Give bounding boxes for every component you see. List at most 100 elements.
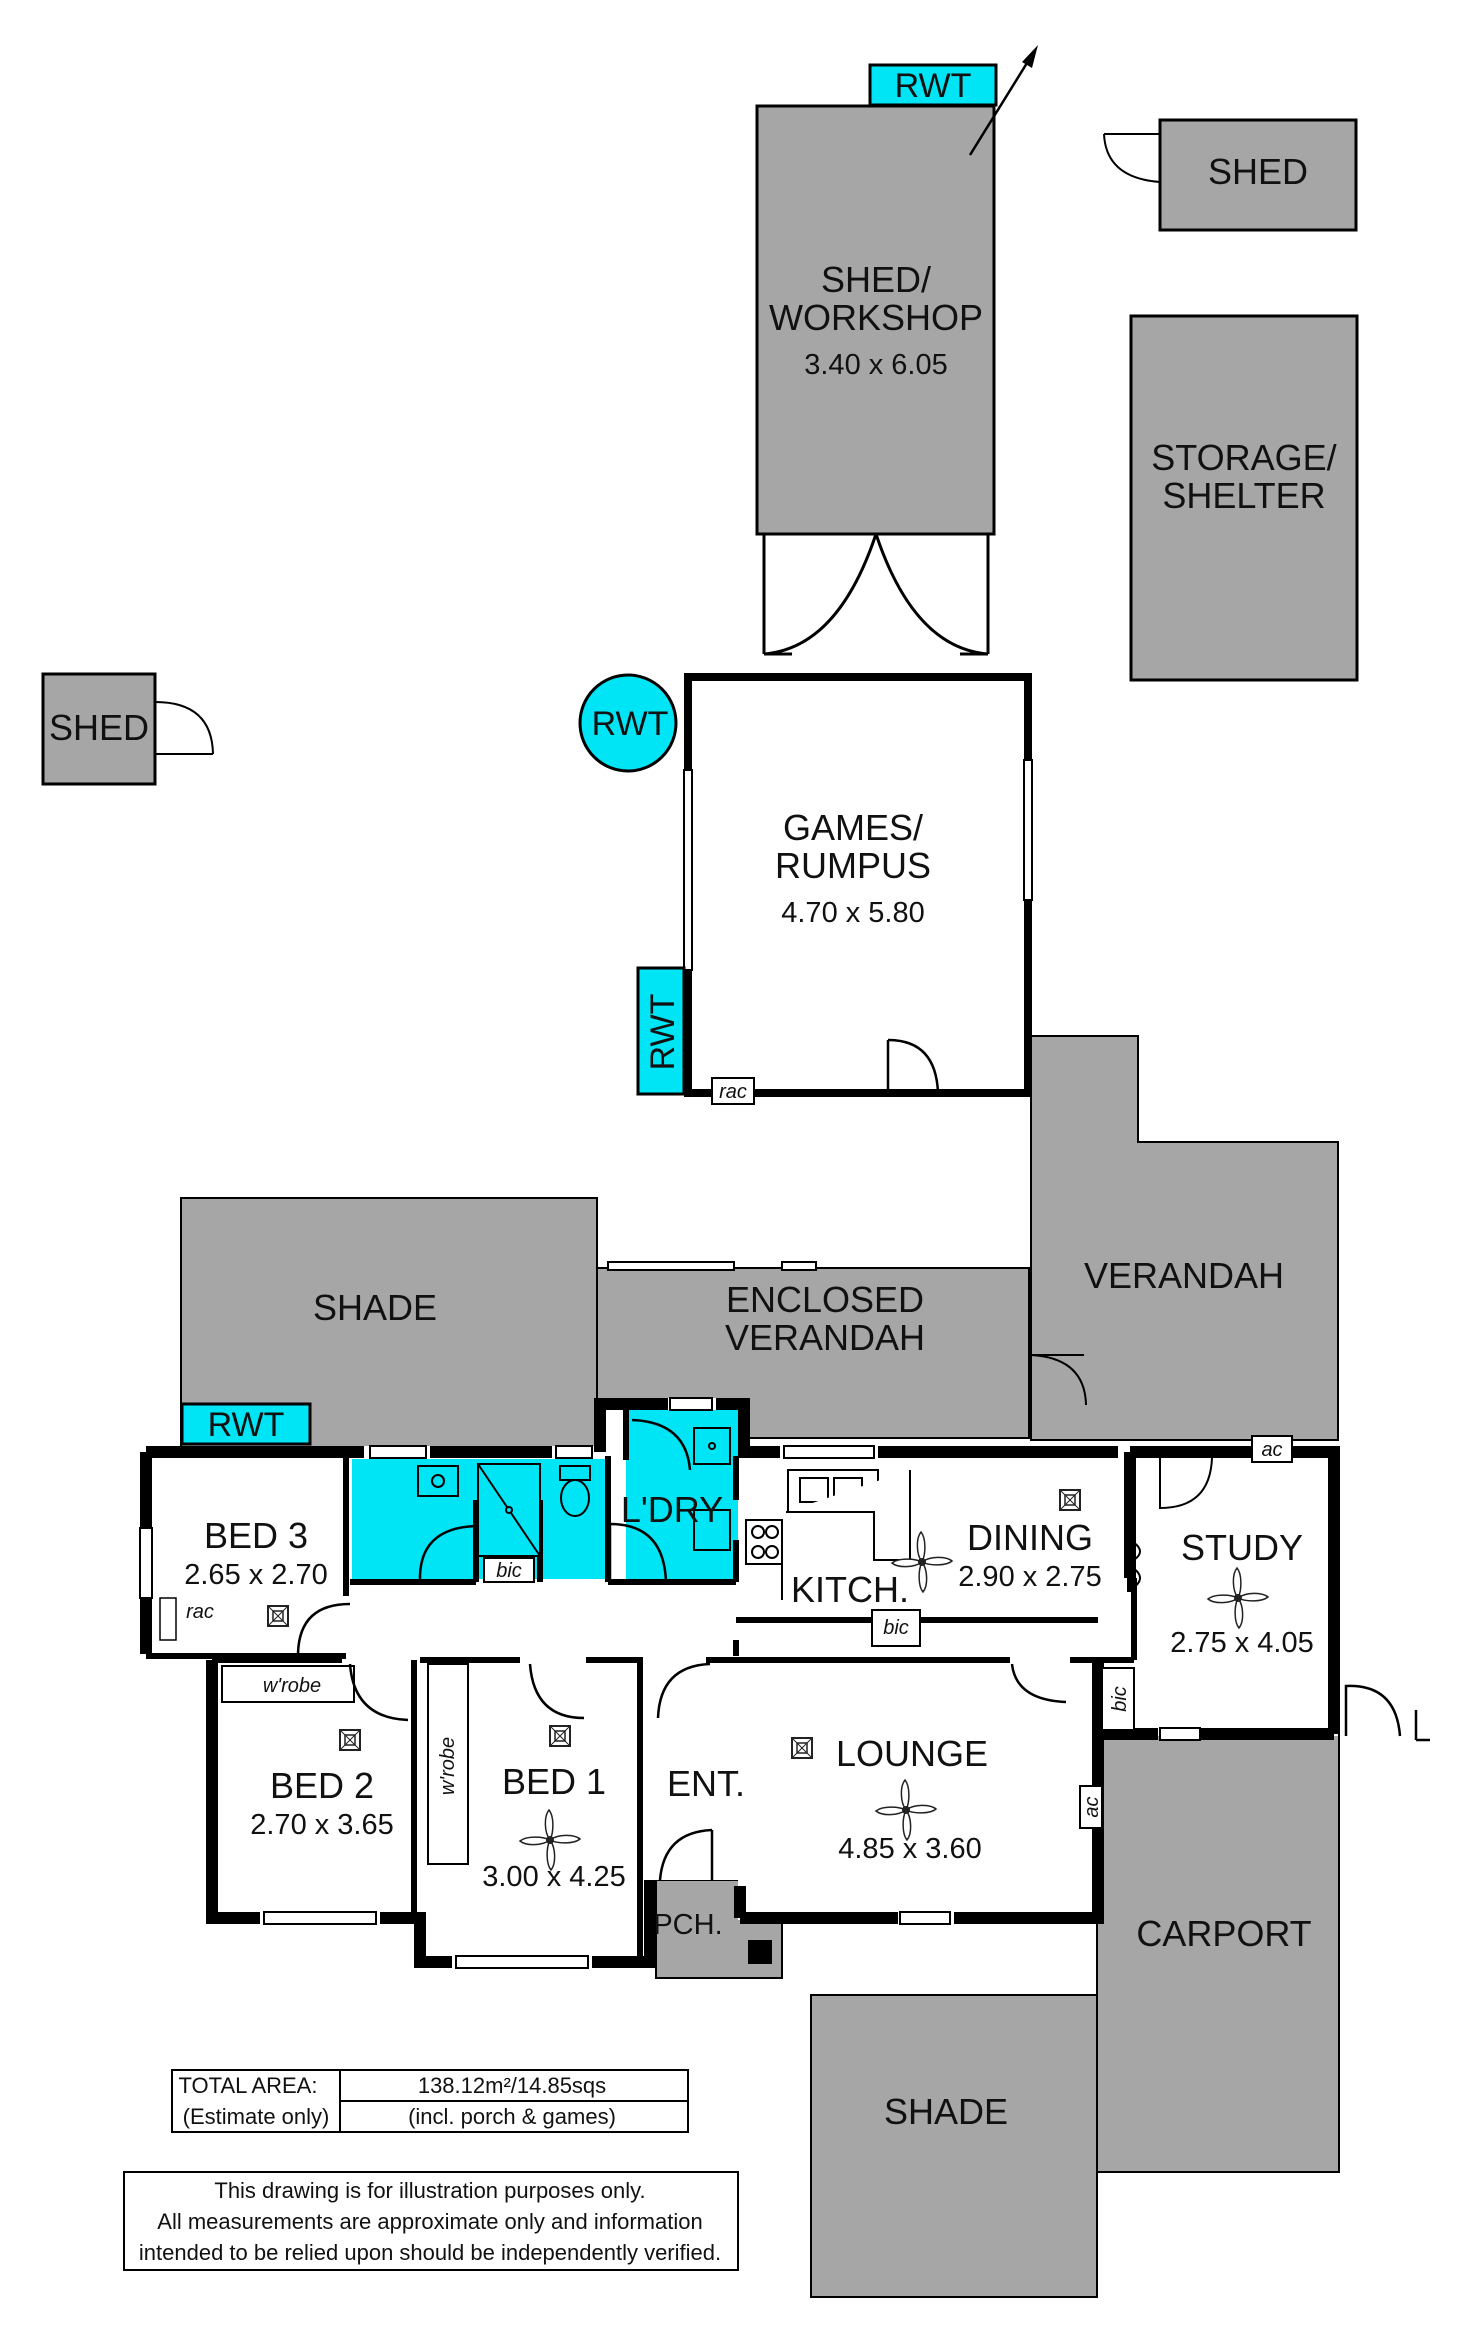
- shed-left-door: [154, 701, 214, 755]
- rwt-tank-house: [180, 1402, 312, 1446]
- study-name: STUDY: [1181, 1527, 1303, 1568]
- games-windows: [683, 759, 1033, 971]
- bed1-dims: 3.00 x 4.25: [482, 1861, 626, 1893]
- bed3-door: [296, 1602, 351, 1657]
- storage-shelter-name: STORAGE/SHELTER: [1151, 437, 1336, 516]
- lounge-ac-box: [1079, 1785, 1103, 1829]
- shed-left-name: SHED: [49, 707, 149, 748]
- rwt-label-side: RWT: [644, 994, 682, 1071]
- shed-top-door: [1103, 133, 1161, 183]
- shade-top-name: SHADE: [313, 1287, 437, 1328]
- porch-name: PCH.: [653, 1909, 722, 1941]
- study-dims: 2.75 x 4.05: [1170, 1627, 1314, 1659]
- bic-label-study: bic: [1109, 1686, 1131, 1712]
- shed-top-name: SHED: [1208, 151, 1308, 192]
- bed2-wardrobe-label: w'robe: [263, 1675, 321, 1697]
- bed2-wardrobe: [221, 1665, 355, 1703]
- lounge-ac-label: ac: [1081, 1796, 1103, 1817]
- porch-post: [748, 1940, 772, 1964]
- shed-top-area: [1158, 118, 1358, 232]
- bed1-light-icon: [549, 1725, 571, 1747]
- kitchen-name: KITCH.: [791, 1569, 909, 1610]
- verandah-door: [1030, 1354, 1087, 1406]
- entry-name: ENT.: [667, 1763, 745, 1804]
- games-door: [886, 1038, 940, 1094]
- laundry-name: L'DRY: [621, 1489, 723, 1530]
- bed2-light-icon: [339, 1729, 361, 1751]
- dining-name: DINING: [967, 1517, 1093, 1558]
- kitchen-fixtures: [745, 1469, 911, 1565]
- carport-area: [1096, 1733, 1340, 2173]
- verandah-area: [1030, 1035, 1339, 1441]
- games-rac-box: [711, 1077, 755, 1105]
- bed2-name: BED 2: [270, 1765, 374, 1806]
- bed2-door: [348, 1663, 409, 1722]
- study-door: [1159, 1452, 1213, 1510]
- rwt-label-round: RWT: [592, 705, 669, 743]
- enclosed-verandah-windows: [607, 1261, 817, 1271]
- storage-shelter-area: [1129, 314, 1359, 682]
- verandah-name: VERANDAH: [1084, 1255, 1284, 1296]
- rwt-label-house: RWT: [208, 1406, 285, 1444]
- bed1-wardrobe-label: w'robe: [437, 1737, 459, 1795]
- bic-label-bath: bic: [496, 1560, 522, 1582]
- bed2-dims: 2.70 x 3.65: [250, 1809, 394, 1841]
- rwt-tank-round: [578, 673, 678, 773]
- rwt-tank-side: [636, 966, 686, 1096]
- bed1-name: BED 1: [502, 1761, 606, 1802]
- games-dims: 4.70 x 5.80: [781, 897, 925, 929]
- study-ac-label: ac: [1261, 1439, 1282, 1461]
- bed3-name: BED 3: [204, 1515, 308, 1556]
- bed3-dims: 2.65 x 2.70: [184, 1559, 328, 1591]
- study-ac-box: [1251, 1435, 1293, 1463]
- external-door-study: [1344, 1684, 1430, 1742]
- bic-box-hall: [871, 1609, 921, 1647]
- shade-bottom-area: [810, 1994, 1098, 2298]
- shed-workshop-doors: [762, 533, 990, 656]
- shade-bottom-name: SHADE: [884, 2091, 1008, 2132]
- disclaimer-line-3: intended to be relied upon should be ind…: [139, 2240, 721, 2265]
- laundry-door: [631, 1418, 692, 1471]
- rwt-label-top: RWT: [895, 67, 972, 105]
- bic-label-hall: bic: [883, 1617, 909, 1639]
- interior-walls: [146, 1410, 1137, 1966]
- lounge-door: [1010, 1663, 1067, 1704]
- lounge-light-icon: [791, 1737, 813, 1759]
- carport-name: CARPORT: [1136, 1913, 1311, 1954]
- lounge-dims: 4.85 x 3.60: [838, 1833, 982, 1865]
- north-arrow-icon: [968, 45, 1038, 156]
- area-value-2: (incl. porch & games): [408, 2104, 616, 2129]
- shed-workshop-area: [755, 104, 996, 536]
- house-windows: [139, 1397, 1201, 1969]
- games-name: GAMES/RUMPUS: [775, 807, 931, 886]
- area-label-2: (Estimate only): [183, 2104, 330, 2129]
- bic-box-bath: [483, 1557, 535, 1583]
- area-label-1: TOTAL AREA:: [179, 2073, 318, 2098]
- rwt-tank-top: [868, 63, 998, 107]
- area-table: [171, 2069, 689, 2133]
- disclaimer-line-2: All measurements are approximate only an…: [157, 2209, 702, 2234]
- area-value-1: 138.12m²/14.85sqs: [418, 2073, 606, 2098]
- bed3-rac-label: rac: [186, 1601, 214, 1623]
- bathroom-door: [418, 1524, 477, 1584]
- shade-top-area: [180, 1197, 598, 1449]
- entry-door: [658, 1828, 714, 1881]
- bed3-rac-box: [159, 1597, 177, 1641]
- toilet-door: [608, 1522, 668, 1583]
- dining-door: [1129, 1539, 1141, 1591]
- dining-dims: 2.90 x 2.75: [958, 1561, 1102, 1593]
- shed-workshop-dims: 3.40 x 6.05: [804, 349, 948, 381]
- lounge-name: LOUNGE: [836, 1733, 988, 1774]
- disclaimer-line-1: This drawing is for illustration purpose…: [214, 2178, 645, 2203]
- disclaimer-box: [123, 2171, 739, 2271]
- bed1-door: [528, 1663, 585, 1720]
- bed3-light-icon: [267, 1605, 289, 1627]
- shed-left-area: [41, 672, 157, 786]
- games-rac-label: rac: [719, 1081, 747, 1103]
- bathroom-fixtures: [417, 1427, 731, 1557]
- shed-workshop-name: SHED/WORKSHOP: [769, 259, 983, 338]
- dining-light-icon: [1059, 1489, 1081, 1511]
- bic-box-study: [1101, 1667, 1135, 1731]
